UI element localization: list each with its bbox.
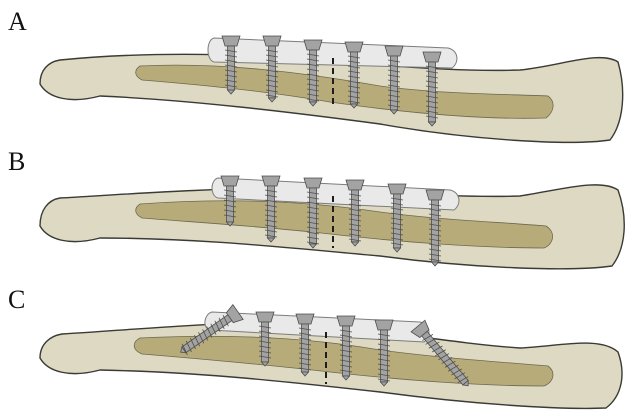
panel-b: B bbox=[8, 147, 624, 269]
panel-label-c: C bbox=[8, 285, 25, 314]
panel-a: A bbox=[8, 7, 623, 142]
panel-c: C bbox=[8, 285, 622, 408]
panel-label-b: B bbox=[8, 147, 25, 176]
panel-label-a: A bbox=[8, 7, 27, 36]
